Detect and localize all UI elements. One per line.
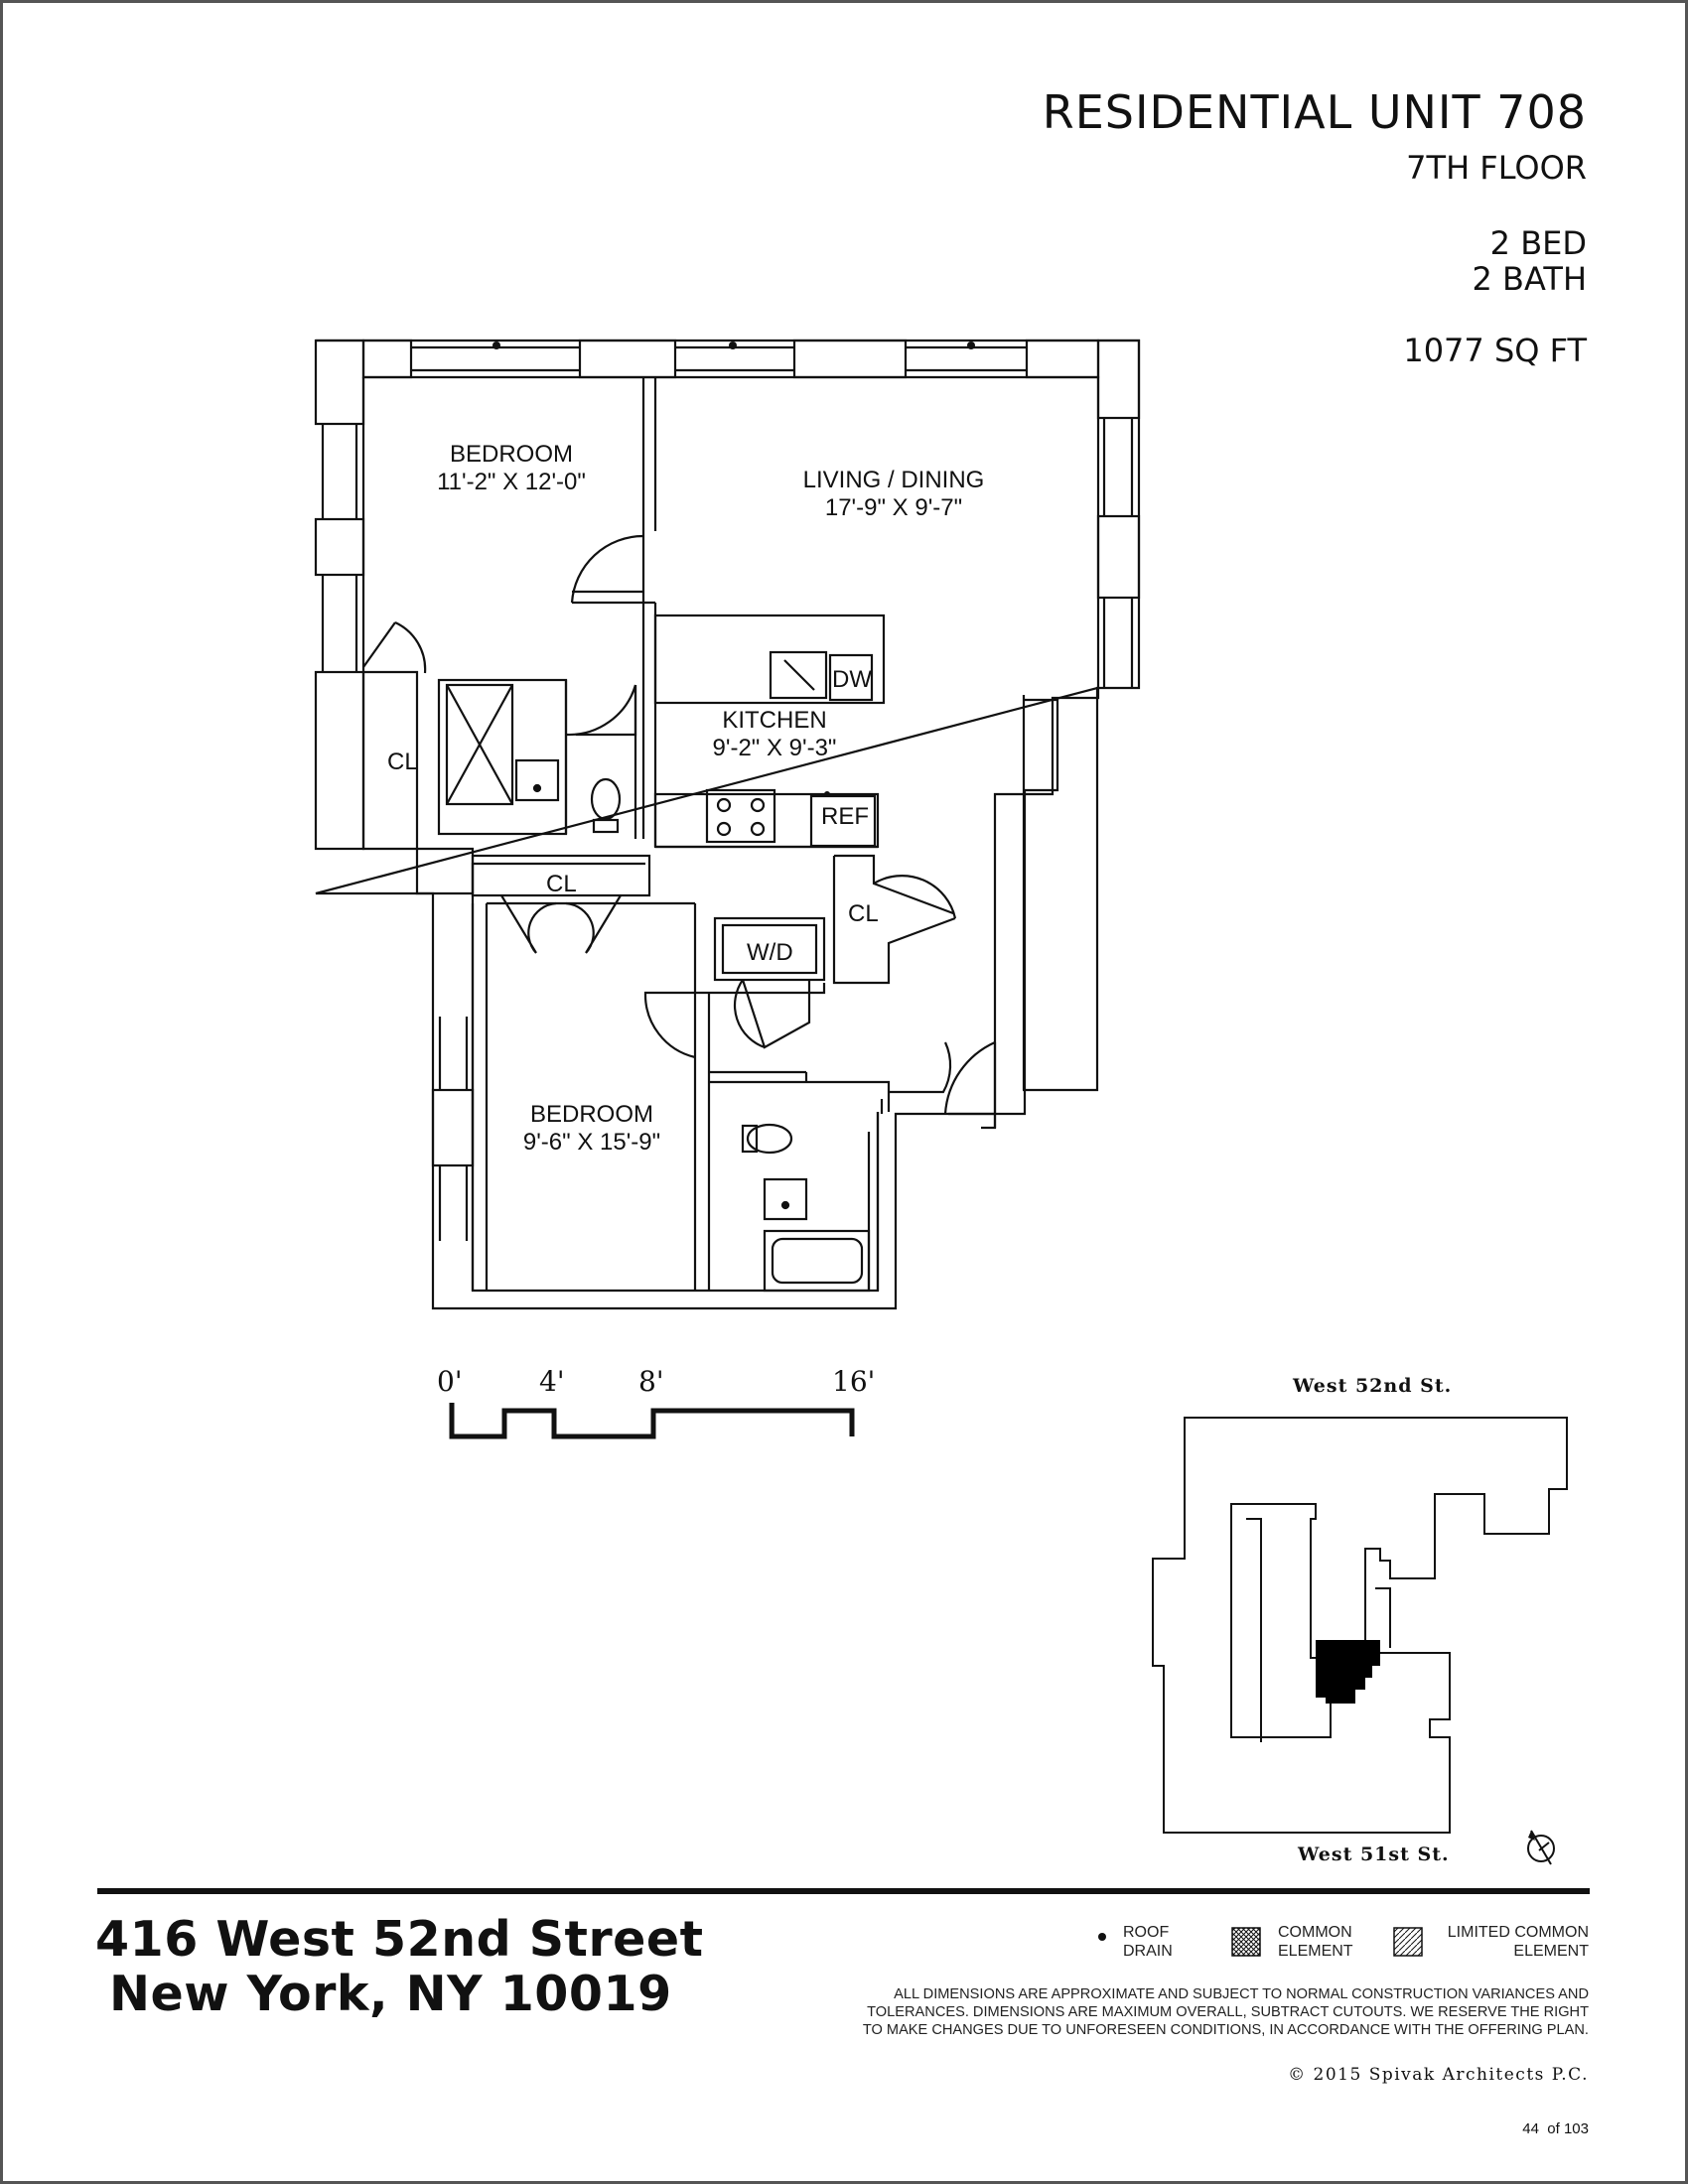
legend-common-element: COMMON ELEMENT xyxy=(1278,1923,1353,1961)
room-name: BEDROOM xyxy=(449,441,573,468)
room-size: 9'-2" X 9'-3" xyxy=(712,735,837,761)
closet-label: CL xyxy=(387,749,418,775)
unit-location-highlight xyxy=(1316,1640,1380,1704)
living-dining-label: LIVING / DINING 17'-9" X 9'-7" xyxy=(779,467,1008,522)
scale-bar xyxy=(449,1403,855,1439)
room-size: 17'-9" X 9'-7" xyxy=(824,494,963,521)
footer-divider xyxy=(97,1888,1590,1894)
legend-line: LIMITED COMMON xyxy=(1447,1924,1589,1941)
legend-roof-drain: ROOF DRAIN xyxy=(1123,1923,1173,1961)
roof-drain xyxy=(492,341,500,349)
copyright: © 2015 Spivak Architects P.C. xyxy=(1288,2065,1589,2085)
key-plan xyxy=(1152,1417,1568,1834)
address-line-1: 416 West 52nd Street xyxy=(95,1911,704,1968)
room-name: BEDROOM xyxy=(529,1101,653,1128)
unit-square-footage: 1077 SQ FT xyxy=(1403,332,1587,369)
scale-label-0: 0' xyxy=(437,1365,463,1398)
bedroom1-label: BEDROOM 11'-2" X 12'-0" xyxy=(412,441,611,496)
page-number: 44 of 103 xyxy=(1522,2120,1589,2137)
floor-plan xyxy=(314,339,1141,1310)
room-name: KITCHEN xyxy=(722,707,827,734)
north-street-label: West 52nd St. xyxy=(1293,1375,1453,1397)
unit-title: RESIDENTIAL UNIT 708 xyxy=(1042,85,1587,139)
disclaimer-line: ALL DIMENSIONS ARE APPROXIMATE AND SUBJE… xyxy=(894,1986,1589,2002)
legend-line: ELEMENT xyxy=(1278,1943,1353,1960)
closet-label: CL xyxy=(546,871,577,897)
north-arrow-icon xyxy=(1527,1830,1555,1865)
roof-drain xyxy=(967,341,975,349)
legend-line: DRAIN xyxy=(1123,1943,1173,1960)
dishwasher xyxy=(828,653,874,702)
exterior-wall-outer xyxy=(315,339,1141,1310)
window xyxy=(1025,339,1100,379)
refrigerator-label: REF xyxy=(821,803,869,830)
washer-dryer-closet xyxy=(713,916,826,982)
closet-label: CL xyxy=(848,900,879,927)
room-size: 11'-2" X 12'-0" xyxy=(437,469,586,495)
legend-line: ROOF xyxy=(1123,1924,1170,1941)
scale-label-4: 4' xyxy=(539,1365,565,1398)
window xyxy=(792,339,908,379)
legend-line: ELEMENT xyxy=(1513,1943,1589,1960)
disclaimer-line: TO MAKE CHANGES DUE TO UNFORESEEN CONDIT… xyxy=(862,2022,1589,2038)
stove xyxy=(705,788,776,844)
toilet xyxy=(746,1123,793,1155)
page-current: 44 xyxy=(1522,2120,1539,2137)
wall-pier xyxy=(314,670,365,851)
closet xyxy=(471,854,651,897)
bedroom2-label: BEDROOM 9'-6" X 15'-9" xyxy=(492,1101,691,1157)
scale-label-16: 16' xyxy=(832,1365,876,1398)
diagonal-hatch-square-icon xyxy=(1393,1927,1423,1957)
sink xyxy=(514,758,560,802)
window xyxy=(431,1088,475,1167)
south-street-label: West 51st St. xyxy=(1298,1843,1450,1865)
window xyxy=(314,339,365,426)
roof-drain xyxy=(729,341,737,349)
toilet xyxy=(590,777,622,821)
unit-floor: 7TH FLOOR xyxy=(1406,149,1587,187)
window xyxy=(578,339,677,379)
legend-limited-common-element: LIMITED COMMON ELEMENT xyxy=(1448,1923,1589,1961)
kitchen-label: KITCHEN 9'-2" X 9'-3" xyxy=(675,707,874,762)
window xyxy=(314,517,365,577)
kitchen-sink xyxy=(769,650,828,700)
unit-bathroom-count: 2 BATH xyxy=(1472,260,1588,298)
window xyxy=(1096,514,1141,600)
window xyxy=(1096,339,1141,420)
roof-drain xyxy=(824,791,830,797)
room-name: LIVING / DINING xyxy=(802,467,985,493)
shower xyxy=(445,683,514,806)
crosshatch-square-icon xyxy=(1231,1927,1261,1957)
kitchen-island xyxy=(653,614,886,705)
disclaimer: ALL DIMENSIONS ARE APPROXIMATE AND SUBJE… xyxy=(695,1985,1589,2039)
page-total: of 103 xyxy=(1547,2120,1589,2137)
disclaimer-line: TOLERANCES. DIMENSIONS ARE MAXIMUM OVERA… xyxy=(867,2004,1589,2020)
dishwasher-label: DW xyxy=(832,666,872,693)
legend-line: COMMON xyxy=(1278,1924,1352,1941)
window xyxy=(361,339,413,379)
unit-bedroom-count: 2 BED xyxy=(1489,224,1587,262)
sink xyxy=(763,1177,808,1221)
roof-drain-dot-icon xyxy=(1098,1933,1106,1941)
room-size: 9'-6" X 15'-9" xyxy=(522,1129,661,1156)
scale-label-8: 8' xyxy=(638,1365,664,1398)
address-line-2: New York, NY 10019 xyxy=(109,1966,672,2022)
washer-dryer-label: W/D xyxy=(747,939,793,966)
